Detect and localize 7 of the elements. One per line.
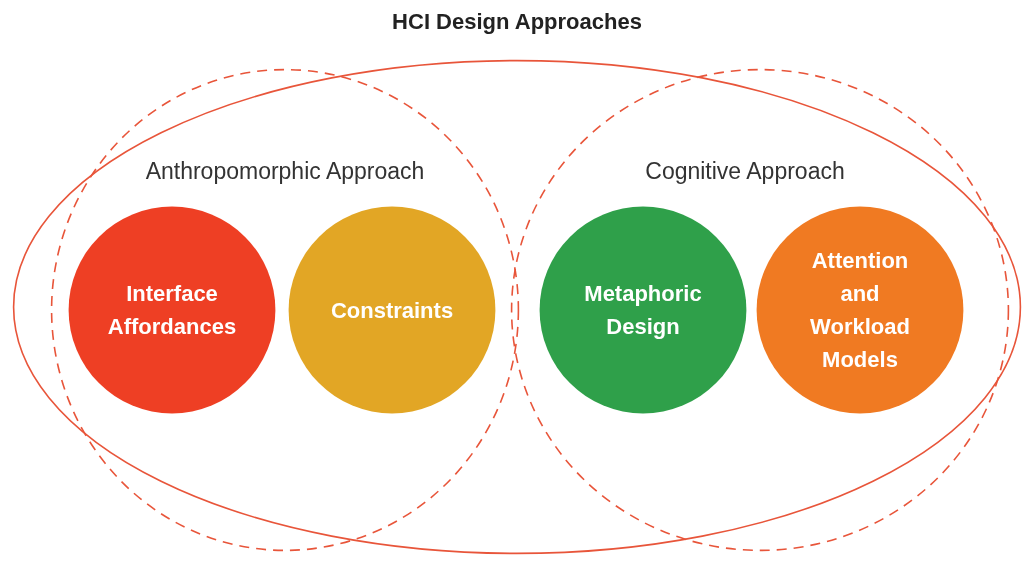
circle-label: Interface Affordances [106,280,238,341]
circle-label: Constraints [329,296,455,325]
circle-label: Attention and Workload Models [809,247,911,374]
group-heading: HCI Design Approaches [392,8,642,36]
group-heading: Cognitive Approach [644,157,846,186]
circle-label: Metaphoric Design [583,280,703,341]
group-heading: Anthropomorphic Approach [144,157,426,186]
